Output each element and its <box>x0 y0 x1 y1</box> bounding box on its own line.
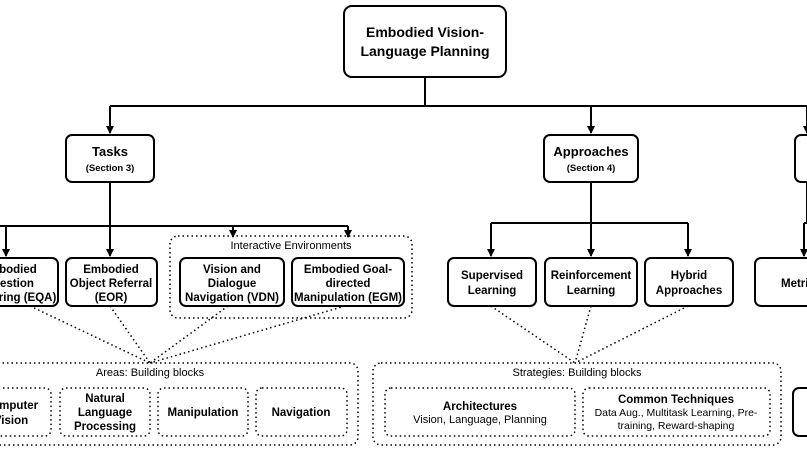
navigation-node: Navigation <box>255 387 348 437</box>
vdn-line1: Vision and <box>203 264 261 276</box>
approaches-node: Approaches (Section 4) <box>543 134 639 183</box>
vdn-line2: Dialogue <box>208 278 257 290</box>
common-techniques-node: Common Techniques Data Aug., Multitask L… <box>582 387 771 437</box>
egm-line3: Manipulation (EGM) <box>294 292 402 304</box>
metrics-node: Metrics <box>754 257 807 307</box>
hybrid-line1: Hybrid <box>671 270 707 282</box>
tasks-title: Tasks <box>92 144 128 159</box>
vdn-line3: Navigation (VDN) <box>185 292 279 304</box>
dotted-connectors <box>29 305 689 364</box>
computer-vision-node: Computer Vision <box>0 387 52 437</box>
eor-line1: Embodied <box>83 264 139 276</box>
reinforcement-line2: Learning <box>567 285 616 297</box>
common-techniques-sub2: training, Reward-shaping <box>618 420 735 432</box>
hybrid-line2: Approaches <box>656 285 722 297</box>
third-blocks-group <box>792 387 807 437</box>
nlp-line1: Natural <box>85 393 125 405</box>
eqa-line3: Answering (EQA) <box>0 292 56 304</box>
egm-line1: Embodied Goal- <box>304 264 392 276</box>
nlp-node: Natural Language Processing <box>59 387 151 437</box>
tasks-node: Tasks (Section 3) <box>65 134 155 183</box>
supervised-line2: Learning <box>468 285 517 297</box>
eor-node: Embodied Object Referral (EOR) <box>65 257 158 307</box>
interactive-environments-group: Interactive Environments <box>169 235 413 319</box>
eqa-line1: Embodied <box>0 264 37 276</box>
interactive-environments-label: Interactive Environments <box>230 240 352 252</box>
supervised-line1: Supervised <box>461 270 523 282</box>
manipulation-node: Manipulation <box>157 387 249 437</box>
eqa-line2: Question <box>0 278 34 290</box>
metrics-label: Metrics <box>781 278 807 290</box>
reinforcement-line1: Reinforcement <box>551 270 632 282</box>
nlp-line3: Processing <box>74 421 136 433</box>
tasks-section: (Section 3) <box>86 163 135 174</box>
eor-line2: Object Referral <box>70 278 152 290</box>
root-line2: Language Planning <box>360 43 489 59</box>
architectures-title: Architectures <box>443 401 517 413</box>
reinforcement-learning-node: Reinforcement Learning <box>544 257 638 307</box>
approaches-section: (Section 4) <box>567 163 616 174</box>
third-category-node <box>794 134 807 183</box>
nlp-line2: Language <box>78 407 132 419</box>
architectures-node: Architectures Vision, Language, Planning <box>384 387 576 437</box>
manipulation-label: Manipulation <box>168 407 239 419</box>
eqa-node: Embodied Question Answering (EQA) <box>0 257 59 307</box>
hybrid-approaches-node: Hybrid Approaches <box>644 257 734 307</box>
architectures-sub: Vision, Language, Planning <box>413 414 547 426</box>
approaches-title: Approaches <box>553 144 628 159</box>
strategies-group: Strategies: Building blocks <box>372 362 782 446</box>
computer-vision-line2: Vision <box>0 415 28 427</box>
egm-line2: directed <box>326 278 371 290</box>
eor-line3: (EOR) <box>95 292 128 304</box>
areas-group: Areas: Building blocks <box>0 362 359 446</box>
supervised-learning-node: Supervised Learning <box>447 257 537 307</box>
connectors <box>0 77 807 257</box>
computer-vision-line1: Computer <box>0 400 39 412</box>
root-line1: Embodied Vision- <box>366 24 484 40</box>
navigation-label: Navigation <box>272 407 331 419</box>
common-techniques-title: Common Techniques <box>618 394 734 406</box>
areas-label: Areas: Building blocks <box>96 367 205 379</box>
root-node: Embodied Vision- Language Planning <box>343 5 507 78</box>
egm-node: Embodied Goal- directed Manipulation (EG… <box>291 257 405 307</box>
common-techniques-sub1: Data Aug., Multitask Learning, Pre- <box>595 407 758 419</box>
vdn-node: Vision and Dialogue Navigation (VDN) <box>179 257 285 307</box>
strategies-label: Strategies: Building blocks <box>512 367 642 379</box>
